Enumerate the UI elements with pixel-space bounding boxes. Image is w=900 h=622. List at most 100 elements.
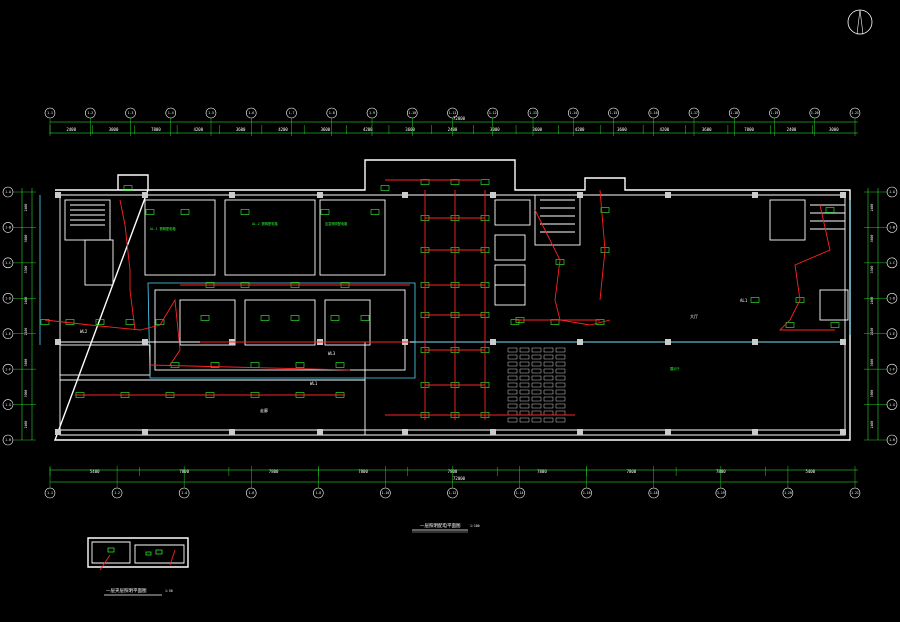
dimension-label: 7800 <box>448 469 458 474</box>
room-label: AL-1 照明配电箱 <box>150 226 176 231</box>
dimension-label: 7800 <box>716 469 726 474</box>
dimension-label: 7800 <box>744 127 754 132</box>
seat <box>543 347 554 353</box>
axis-bubble: 1-10 <box>380 466 391 499</box>
light-fixture <box>295 362 305 368</box>
axis-label: 1-17 <box>690 111 698 115</box>
right-axis-bubbles: 1-A1-B1-C1-D1-E1-F1-G1-H <box>864 186 898 446</box>
seat <box>519 382 530 388</box>
seat <box>543 389 554 395</box>
axis-label: 1-5 <box>208 111 214 115</box>
axis-label: 1-1 <box>47 491 53 495</box>
column <box>142 339 148 345</box>
axis-label: 1-11 <box>449 111 457 115</box>
bottom-dimension-chain: 72000 <box>50 469 858 483</box>
axis-bubble: 1-14 <box>514 466 525 499</box>
column <box>577 192 583 198</box>
axis-bubble: 1-20 <box>809 107 821 136</box>
axis-label: 1-B <box>5 226 11 230</box>
light-fixture <box>40 319 50 325</box>
dimension-label: 2400 <box>870 421 874 429</box>
axis-label: 1-16 <box>583 491 591 495</box>
room-label: 展示厅 <box>670 366 680 371</box>
axis-label: 1-E <box>889 332 895 336</box>
axis-bubble: 1-8 <box>326 107 338 136</box>
axis-bubble: 1-C <box>864 257 898 269</box>
seat <box>543 403 554 409</box>
axis-label: 1-A <box>889 190 895 194</box>
light-fixture <box>320 209 330 215</box>
axis-bubble: 1-17 <box>688 107 700 136</box>
dimension-label: 3600 <box>236 127 246 132</box>
axis-label: 1-14 <box>516 491 524 495</box>
axis-bubble: 1-A <box>864 186 898 198</box>
axis-label: 1-H <box>5 438 11 442</box>
axis-bubble: 1-18 <box>648 466 660 499</box>
dimension-label: 2400 <box>24 421 28 429</box>
light-fixture <box>240 209 250 215</box>
dimension-label: 3600 <box>532 127 542 132</box>
dimension-label: 3600 <box>617 127 627 132</box>
axis-bubble: 1-14 <box>567 107 579 136</box>
seat <box>543 417 554 423</box>
column <box>229 192 235 198</box>
axis-label: 1-12 <box>489 111 497 115</box>
building-outline <box>53 159 851 441</box>
dimension-label: 2400 <box>870 204 874 212</box>
seat <box>519 389 530 395</box>
right-dimension-chain <box>867 188 879 440</box>
dimension-label: 7800 <box>627 469 637 474</box>
axis-bubble: 1-D <box>2 292 36 304</box>
light-fixture <box>450 179 460 185</box>
axis-bubble: 1-7 <box>286 107 297 136</box>
circuit-label: WL2 <box>80 329 88 334</box>
dimension-label: 3300 <box>870 266 874 274</box>
axis-bubble: 1-15 <box>608 107 619 136</box>
light-fixture <box>550 319 560 325</box>
axis-bubble: 1-8 <box>313 466 324 499</box>
light-fixture <box>420 179 430 185</box>
axis-bubble: 1-16 <box>648 107 660 136</box>
axis-bubble: 1-6 <box>245 107 257 136</box>
axis-label: 1-E <box>5 332 11 336</box>
light-fixture <box>250 362 260 368</box>
column <box>577 339 583 345</box>
axis-bubble: 1-16 <box>581 466 592 499</box>
dimension-label: 3000 <box>490 127 500 132</box>
light-fixture <box>380 185 390 191</box>
panel-label: AL1 <box>740 298 748 303</box>
seat <box>543 354 554 360</box>
dimension-label: 3900 <box>24 390 28 398</box>
dimension-label: 2100 <box>870 328 874 336</box>
room-label: 应急照明配电箱 <box>325 221 348 226</box>
dimension-label: 3600 <box>321 127 331 132</box>
seat <box>543 382 554 388</box>
dimension-label: 2100 <box>24 328 28 336</box>
light-fixture <box>95 319 105 325</box>
dimension-label: 7800 <box>269 469 279 474</box>
main-scale: 1:100 <box>470 524 480 528</box>
seat <box>543 361 554 367</box>
axis-bubble: 1-A <box>2 186 36 198</box>
total-dimension-bottom: 72000 <box>453 476 466 481</box>
seat <box>507 361 518 367</box>
seat <box>555 396 566 402</box>
seat <box>507 368 518 374</box>
inset-plan: 一层夹层照明平面图 1:50 <box>87 537 189 596</box>
light-fixture <box>370 209 380 215</box>
seat <box>531 361 542 367</box>
light-fixture <box>145 209 155 215</box>
axis-bubble: 1-H <box>864 434 898 446</box>
light-fixture <box>510 319 520 325</box>
axis-label: 1-D <box>5 296 11 300</box>
seat <box>555 417 566 423</box>
dimension-label: 2400 <box>870 297 874 305</box>
glazing-lines <box>39 195 851 379</box>
axis-label: 1-H <box>889 438 895 442</box>
axis-label: 1-10 <box>408 111 416 115</box>
dimension-label: 3300 <box>24 266 28 274</box>
light-fixture <box>210 362 220 368</box>
dimension-label: 4200 <box>660 127 670 132</box>
